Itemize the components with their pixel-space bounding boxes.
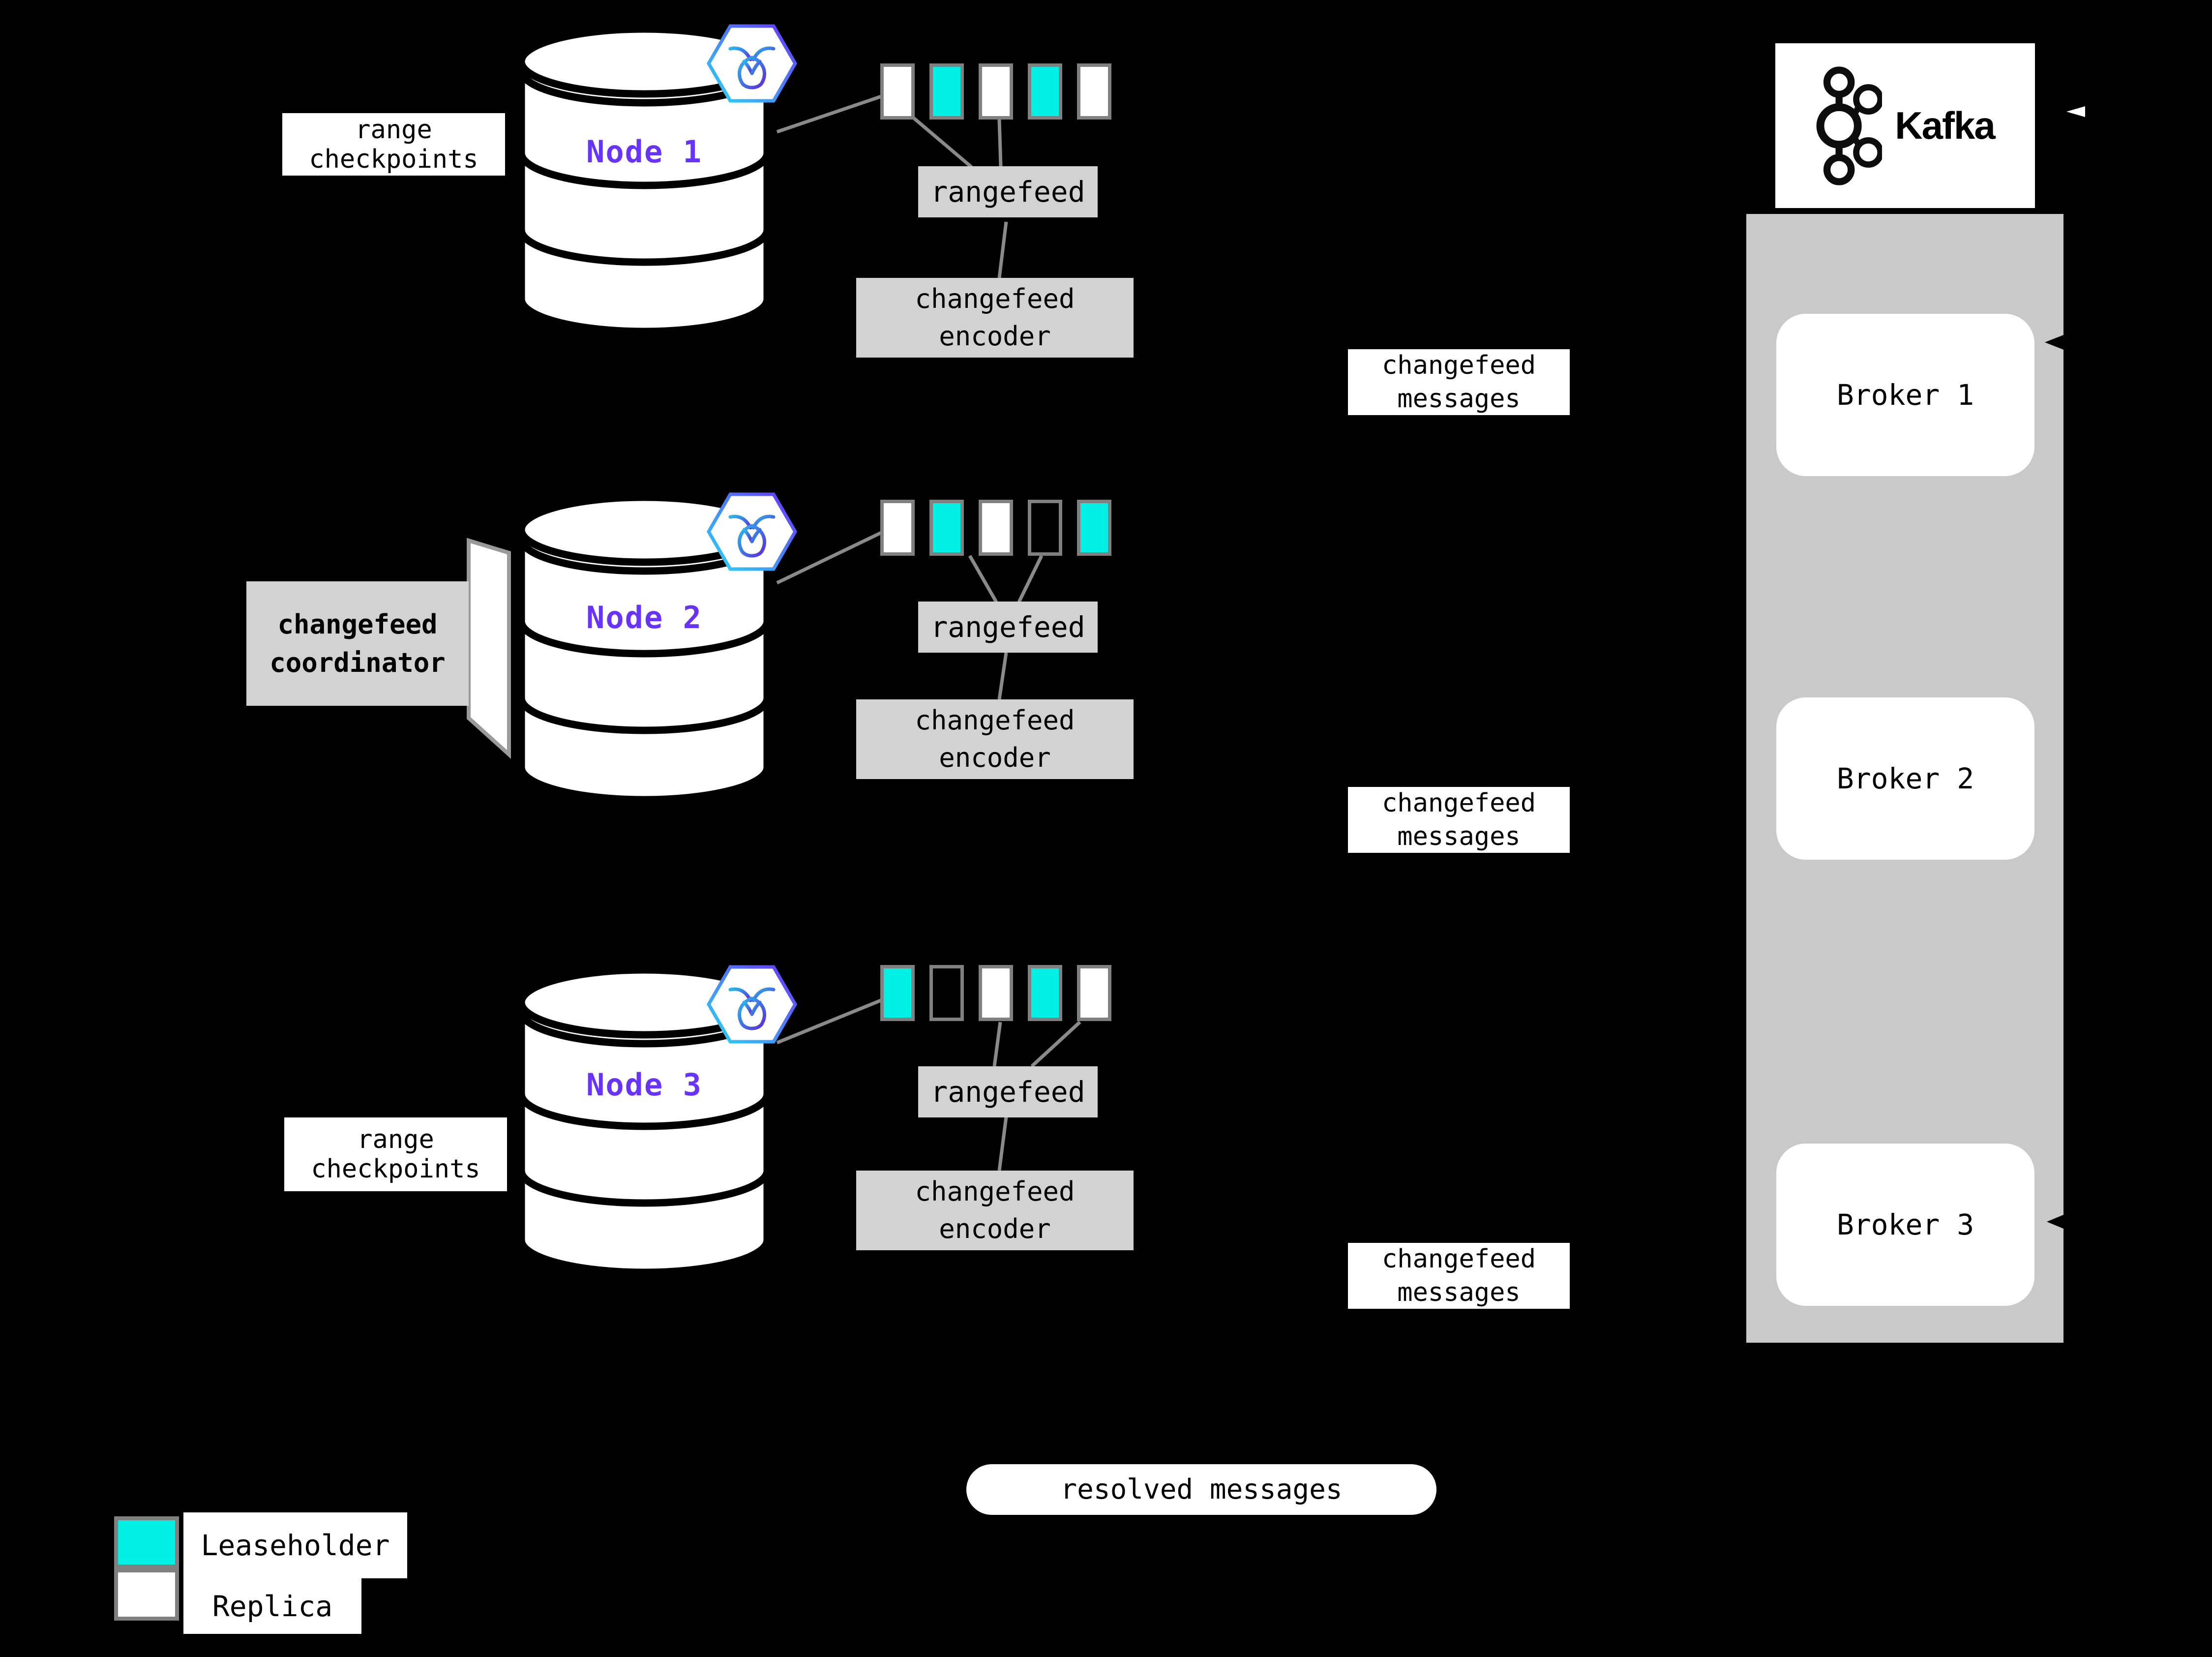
changefeed-messages-label-3: changefeed messages [1348, 1243, 1570, 1309]
node-2-encoder-box: changefeed encoder [856, 699, 1134, 779]
range-square-replica [1077, 965, 1111, 1021]
range-square-empty [929, 965, 964, 1021]
broker-1: Broker 1 [1776, 314, 2034, 476]
node-1-label: Node 1 [586, 133, 702, 170]
range-square-replica [979, 965, 1013, 1021]
range-square-replica [880, 63, 915, 120]
resolved-messages-label: resolved messages [966, 1464, 1436, 1515]
broker-2: Broker 2 [1776, 697, 2034, 860]
legend-leaseholder-swatch [114, 1516, 179, 1568]
arrowhead-broker1 [2045, 335, 2063, 350]
range-square-leaseholder [929, 63, 964, 120]
range-square-empty [1028, 500, 1062, 556]
range-square-replica [979, 63, 1013, 120]
range-square-leaseholder [880, 965, 915, 1021]
legend-replica-label: Replica [183, 1578, 361, 1634]
range-square-replica [1077, 63, 1111, 120]
node-1-ranges [880, 63, 1111, 120]
node-3-label: Node 3 [586, 1066, 702, 1103]
node-1-cylinder [517, 25, 771, 335]
kafka-icon [1816, 66, 1883, 185]
cockroachdb-icon [706, 965, 798, 1044]
arrowhead-top-right [2066, 106, 2085, 117]
arrow-dot-coordinator [239, 639, 247, 648]
cockroachdb-icon [706, 24, 798, 103]
changefeed-coordinator-box: changefeed coordinator [246, 581, 469, 706]
node-1-rangefeed-box: rangefeed [918, 166, 1098, 217]
range-square-leaseholder [1077, 500, 1111, 556]
coordinator-flag-shape [467, 538, 511, 759]
legend-replica-swatch [114, 1568, 179, 1621]
range-square-leaseholder [1028, 965, 1062, 1021]
node-1-range-checkpoints-label: range checkpoints [282, 113, 505, 176]
arrow-dot-encoder2 [1133, 769, 1141, 777]
broker-3: Broker 3 [1776, 1144, 2034, 1306]
cockroachdb-icon [706, 492, 798, 571]
node-3-range-checkpoints-label: range checkpoints [284, 1117, 507, 1191]
range-square-leaseholder [1028, 63, 1062, 120]
node-2-rangefeed-box: rangefeed [918, 602, 1098, 653]
node-3-cylinder [517, 966, 771, 1276]
node-2-label: Node 2 [586, 599, 702, 635]
node-3-encoder-box: changefeed encoder [856, 1171, 1134, 1250]
node-3-ranges [880, 965, 1111, 1021]
range-square-replica [880, 500, 915, 556]
changefeed-messages-label-1: changefeed messages [1348, 349, 1570, 415]
node-1-encoder-box: changefeed encoder [856, 278, 1134, 358]
kafka-logo-box: Kafka [1775, 43, 2035, 208]
node-2-ranges [880, 500, 1111, 556]
arrowhead-broker3 [2047, 1215, 2063, 1229]
range-square-leaseholder [929, 500, 964, 556]
kafka-title: Kafka [1895, 104, 1995, 147]
node-3-rangefeed-box: rangefeed [918, 1066, 1098, 1117]
legend-leaseholder-label: Leaseholder [183, 1512, 407, 1578]
range-square-replica [979, 500, 1013, 556]
changefeed-messages-label-2: changefeed messages [1348, 787, 1570, 853]
